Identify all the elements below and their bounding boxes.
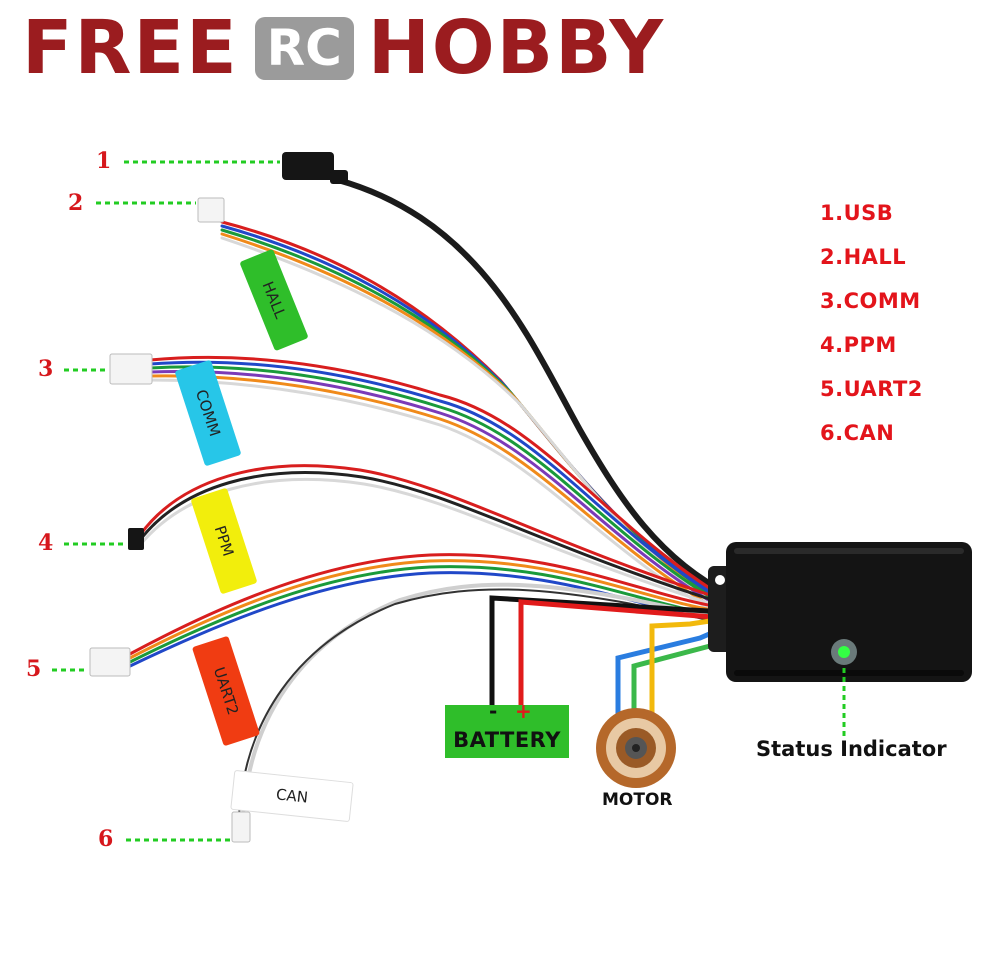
hall-wire-white	[220, 236, 727, 612]
usb-connector	[282, 152, 348, 184]
comm-connector	[109, 353, 153, 385]
brand-word-hobby: HOBBY	[367, 5, 666, 91]
battery-box: - + BATTERY	[445, 701, 569, 758]
usb-cable	[335, 177, 733, 598]
can-wire-white	[241, 582, 727, 817]
comm-wire-blue	[148, 360, 727, 604]
hall-tag-label: HALL	[258, 278, 290, 322]
comm-wire-white	[148, 378, 727, 620]
ppm-wire-black	[138, 471, 727, 606]
legend-item-ppm: 4.PPM	[820, 333, 897, 357]
uart2-tag-label: UART2	[209, 664, 243, 718]
comm-tag-label: COMM	[191, 387, 225, 439]
ppm-wire-red	[138, 464, 727, 602]
legend-item-comm: 3.COMM	[820, 289, 921, 313]
comm-wire-green	[148, 365, 727, 608]
motor-label: MOTOR	[602, 790, 673, 810]
ppm-tag-label: PPM	[210, 523, 238, 559]
can-tag-label: CAN	[275, 785, 309, 807]
legend-item-usb: 1.USB	[820, 201, 894, 225]
status-indicator-label: Status Indicator	[756, 737, 947, 761]
callout-5: 5	[26, 656, 42, 682]
brand-word-free: FREE	[22, 5, 239, 91]
battery-minus: -	[489, 699, 498, 723]
callout-2: 2	[68, 190, 84, 216]
callout-3: 3	[38, 356, 54, 382]
battery-plus: +	[515, 699, 532, 723]
uart-wire-green	[126, 565, 727, 665]
brand-rc-badge: RC	[254, 16, 354, 80]
comm-wire-purple	[148, 370, 727, 612]
uart-wire-orange	[126, 559, 727, 661]
ppm-connector	[128, 528, 144, 550]
comm-wire-red	[148, 355, 727, 600]
hall-connector	[197, 197, 225, 223]
comm-wire-orange	[148, 374, 727, 616]
connector-legend: 1.USB 2.HALL 3.COMM 4.PPM 5.UART2 6.CAN	[820, 198, 923, 462]
legend-item-hall: 2.HALL	[820, 245, 907, 269]
legend-item-can: 6.CAN	[820, 421, 895, 445]
motor-drawing	[596, 708, 676, 788]
uart-wire-red	[126, 553, 727, 657]
battery-lead-red	[518, 599, 728, 711]
callout-6: 6	[98, 826, 114, 852]
callout-4: 4	[38, 530, 54, 556]
callout-1: 1	[96, 148, 112, 174]
can-connector	[231, 811, 251, 843]
uart-connector	[89, 647, 131, 677]
controller-box	[708, 542, 972, 682]
battery-label: BATTERY	[453, 728, 561, 752]
legend-item-uart2: 5.UART2	[820, 377, 923, 401]
brand-logo: FREE RC HOBBY	[22, 8, 665, 88]
battery-lead-black	[489, 595, 728, 711]
